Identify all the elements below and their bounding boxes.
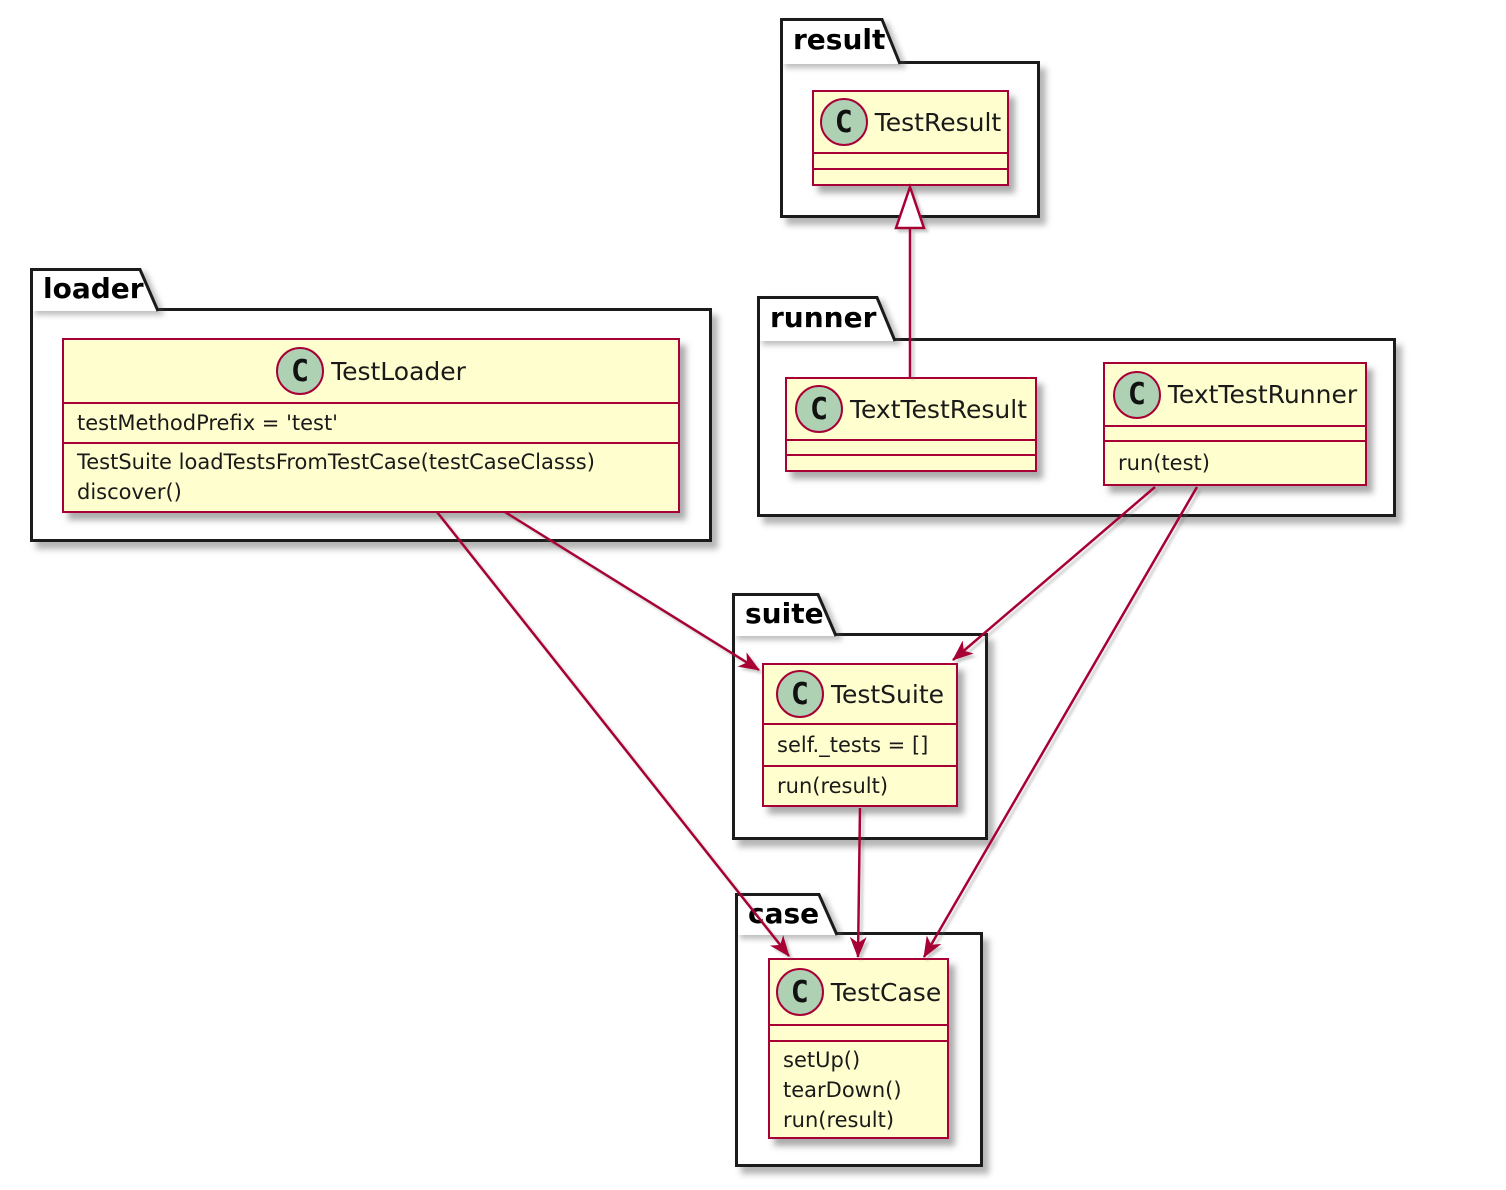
method-row: run(test) bbox=[1118, 451, 1210, 475]
class-c-icon: C bbox=[775, 968, 824, 1016]
package-result: result C TestResult bbox=[780, 18, 1040, 218]
class-name: TestResult bbox=[874, 107, 1002, 137]
class-texttestresult-title: C TextTestResult bbox=[787, 379, 1035, 439]
class-c-icon: C bbox=[819, 98, 868, 146]
class-name: TestCase bbox=[830, 977, 942, 1007]
class-c-icon: C bbox=[794, 385, 843, 433]
methods-compartment: run(result) bbox=[764, 765, 956, 805]
attributes-compartment: testMethodPrefix = 'test' bbox=[64, 402, 678, 442]
methods-compartment bbox=[787, 454, 1035, 470]
package-case: case C TestCase setUp() tearDown() run(r… bbox=[735, 893, 983, 1167]
attribute-row: testMethodPrefix = 'test' bbox=[77, 411, 338, 435]
package-loader-label: loader bbox=[43, 272, 144, 305]
class-c-icon: C bbox=[775, 670, 824, 718]
methods-compartment: setUp() tearDown() run(result) bbox=[770, 1040, 947, 1137]
attribute-row: self._tests = [] bbox=[777, 733, 929, 757]
attributes-compartment bbox=[787, 439, 1035, 454]
methods-compartment: run(test) bbox=[1105, 440, 1365, 484]
package-case-label: case bbox=[748, 897, 820, 930]
attributes-compartment bbox=[770, 1024, 947, 1040]
class-name: TestLoader bbox=[331, 356, 466, 386]
class-texttestresult: C TextTestResult bbox=[785, 377, 1037, 472]
class-name: TestSuite bbox=[830, 679, 945, 709]
class-name: TextTestRunner bbox=[1167, 380, 1358, 409]
class-testresult-title: C TestResult bbox=[814, 92, 1007, 152]
method-row: discover() bbox=[77, 480, 182, 504]
class-testcase: C TestCase setUp() tearDown() run(result… bbox=[768, 958, 949, 1139]
package-runner: runner C TextTestResult C TextTestRunner… bbox=[757, 296, 1396, 517]
method-row: TestSuite loadTestsFromTestCase(testCase… bbox=[77, 450, 595, 474]
class-texttestrunner-title: C TextTestRunner bbox=[1105, 364, 1365, 425]
class-testsuite: C TestSuite self._tests = [] run(result) bbox=[762, 663, 958, 807]
package-loader: loader C TestLoader testMethodPrefix = '… bbox=[30, 268, 712, 542]
methods-compartment bbox=[814, 168, 1007, 184]
package-suite: suite C TestSuite self._tests = [] run(r… bbox=[732, 593, 988, 840]
class-c-icon: C bbox=[1112, 370, 1161, 419]
method-row: run(result) bbox=[783, 1108, 895, 1132]
package-runner-label: runner bbox=[770, 301, 877, 334]
class-testloader-title: C TestLoader bbox=[64, 340, 678, 402]
class-testloader: C TestLoader testMethodPrefix = 'test' T… bbox=[62, 338, 680, 513]
method-row: setUp() bbox=[783, 1048, 861, 1072]
class-testcase-title: C TestCase bbox=[770, 960, 947, 1024]
method-row: run(result) bbox=[777, 774, 889, 798]
package-runner-tab bbox=[757, 296, 897, 342]
class-texttestrunner: C TextTestRunner run(test) bbox=[1103, 362, 1367, 486]
class-testsuite-title: C TestSuite bbox=[764, 665, 956, 723]
attributes-compartment: self._tests = [] bbox=[764, 723, 956, 765]
class-testresult: C TestResult bbox=[812, 90, 1009, 186]
package-result-label: result bbox=[793, 23, 886, 56]
class-name: TextTestResult bbox=[849, 394, 1028, 424]
class-c-icon: C bbox=[276, 347, 325, 395]
attributes-compartment bbox=[814, 152, 1007, 168]
attributes-compartment bbox=[1105, 425, 1365, 440]
package-loader-tab bbox=[30, 268, 160, 312]
method-row: tearDown() bbox=[783, 1078, 902, 1102]
methods-compartment: TestSuite loadTestsFromTestCase(testCase… bbox=[64, 442, 678, 511]
package-result-tab bbox=[780, 18, 902, 65]
package-suite-label: suite bbox=[745, 597, 824, 630]
